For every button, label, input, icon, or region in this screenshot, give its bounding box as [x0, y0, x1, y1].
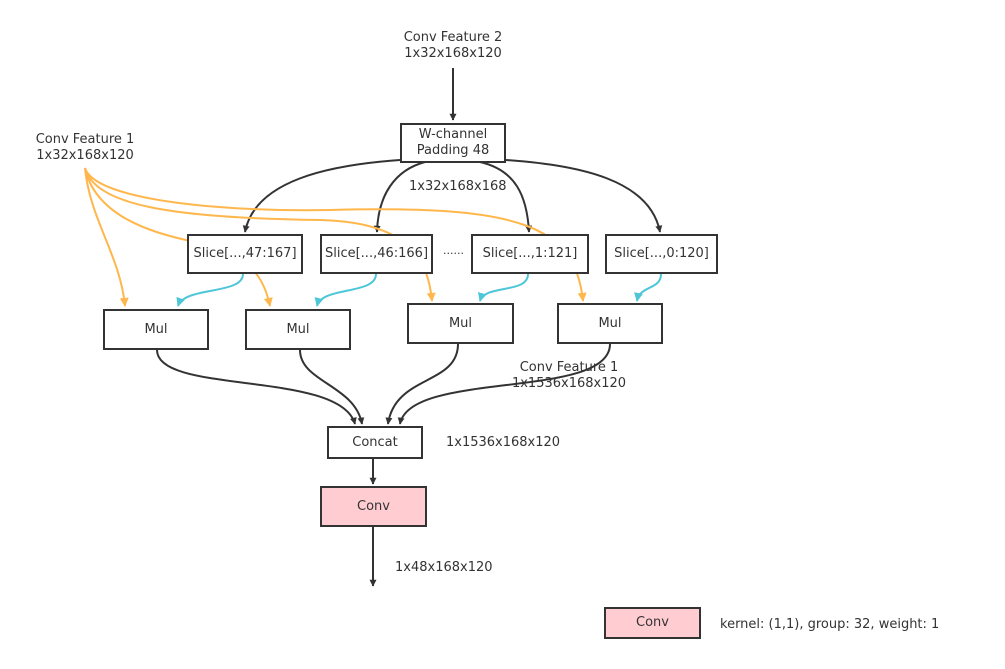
feature2-name: Conv Feature 2 [403, 30, 503, 45]
edge-slice-3-to-mul-3 [477, 273, 529, 302]
mul-feature-label: Conv Feature 1 1x1536x168x120 [512, 360, 626, 392]
slice-label-3: Slice[...,1:121] [482, 246, 578, 261]
edge-padding-to-slice-3 [479, 161, 533, 233]
legend-description: kernel: (1,1), group: 32, weight: 1 [720, 617, 940, 632]
padding-line-1: W-channel [418, 127, 488, 142]
slice-label-4: Slice[...,0:120] [614, 246, 709, 261]
concat-label: Concat [352, 434, 398, 450]
mul-feature-shape: 1x1536x168x120 [511, 376, 627, 391]
slice-node-1[interactable]: Slice[...,47:167] [187, 234, 303, 274]
mul-node-3[interactable]: Mul [407, 303, 514, 344]
feature1-shape: 1x32x168x120 [36, 148, 134, 163]
edge-slice-2-to-mul-2 [314, 273, 377, 307]
padding-node[interactable]: W-channel Padding 48 [400, 123, 506, 163]
slice-label-2: Slice[...,46:166] [324, 246, 429, 261]
edge-mul-4-to-concat [397, 343, 611, 425]
edge-mul-3-to-concat [385, 343, 459, 425]
mul-label-2: Mul [286, 321, 310, 337]
mul-node-2[interactable]: Mul [245, 309, 351, 350]
edge-slice-4-to-mul-4 [634, 273, 662, 302]
concat-shape-label: 1x1536x168x120 [446, 435, 561, 450]
edge-padding-to-slice-1 [242, 159, 401, 233]
mul-label-1: Mul [144, 321, 168, 337]
edge-mul-1-to-concat [156, 349, 357, 425]
edge-padding-to-slice-2 [373, 161, 426, 233]
slice-label-1: Slice[...,47:167] [193, 246, 297, 261]
edge-padding-to-slice-4 [505, 159, 663, 233]
legend-conv-label: Conv [636, 615, 669, 630]
mul-feature-name: Conv Feature 1 [519, 360, 619, 375]
mul-node-4[interactable]: Mul [557, 303, 663, 344]
feature1-name: Conv Feature 1 [35, 132, 135, 147]
edge-feature1-to-mul-1 [84, 167, 129, 307]
edge-feature1-to-mul-2 [84, 167, 273, 307]
slice-node-2[interactable]: Slice[...,46:166] [320, 234, 433, 274]
mul-label-3: Mul [448, 315, 473, 331]
mul-label-4: Mul [598, 315, 622, 331]
output-shape-label: 1x48x168x120 [395, 560, 493, 575]
slice-node-3[interactable]: Slice[...,1:121] [471, 234, 589, 274]
conv-label: Conv [357, 498, 390, 514]
feature1-label: Conv Feature 1 1x32x168x120 [36, 132, 135, 164]
mul-node-1[interactable]: Mul [103, 309, 209, 350]
slice-ellipsis: ······ [443, 247, 464, 260]
slice-node-4[interactable]: Slice[...,0:120] [605, 234, 718, 274]
feature2-label: Conv Feature 2 1x32x168x120 [404, 30, 503, 62]
edge-mul-2-to-concat [299, 349, 365, 425]
feature2-shape: 1x32x168x120 [404, 46, 502, 61]
padding-line-2: Padding 48 [416, 143, 490, 158]
conv-node[interactable]: Conv [320, 486, 427, 527]
concat-node[interactable]: Concat [327, 426, 423, 459]
edge-slice-1-to-mul-1 [176, 273, 244, 307]
padded-shape-label: 1x32x168x168 [409, 179, 507, 194]
legend-conv-box: Conv [604, 607, 701, 639]
